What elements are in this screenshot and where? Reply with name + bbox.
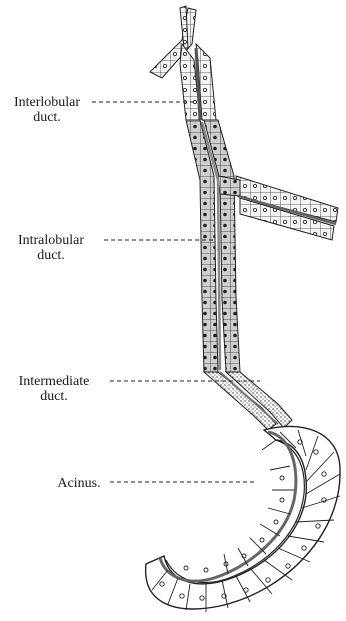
acinus <box>146 426 340 612</box>
label-intralobular-duct: Intralobular duct. <box>2 233 100 263</box>
label-intermediate-line2: duct. <box>2 389 106 404</box>
label-acinus-line1: Acinus. <box>50 476 108 491</box>
label-interlobular-duct: Interlobular duct. <box>6 95 88 125</box>
label-intermediate-line1: Intermediate <box>2 374 106 389</box>
side-branch <box>236 176 338 240</box>
label-interlobular-line1: Interlobular <box>6 95 88 110</box>
label-intralobular-line1: Intralobular <box>2 233 100 248</box>
intralobular-duct <box>186 120 240 372</box>
label-intralobular-line2: duct. <box>2 248 100 263</box>
interlobular-duct <box>150 6 216 120</box>
label-interlobular-line2: duct. <box>6 110 88 125</box>
label-acinus: Acinus. <box>50 476 108 491</box>
label-intermediate-duct: Intermediate duct. <box>2 374 106 404</box>
